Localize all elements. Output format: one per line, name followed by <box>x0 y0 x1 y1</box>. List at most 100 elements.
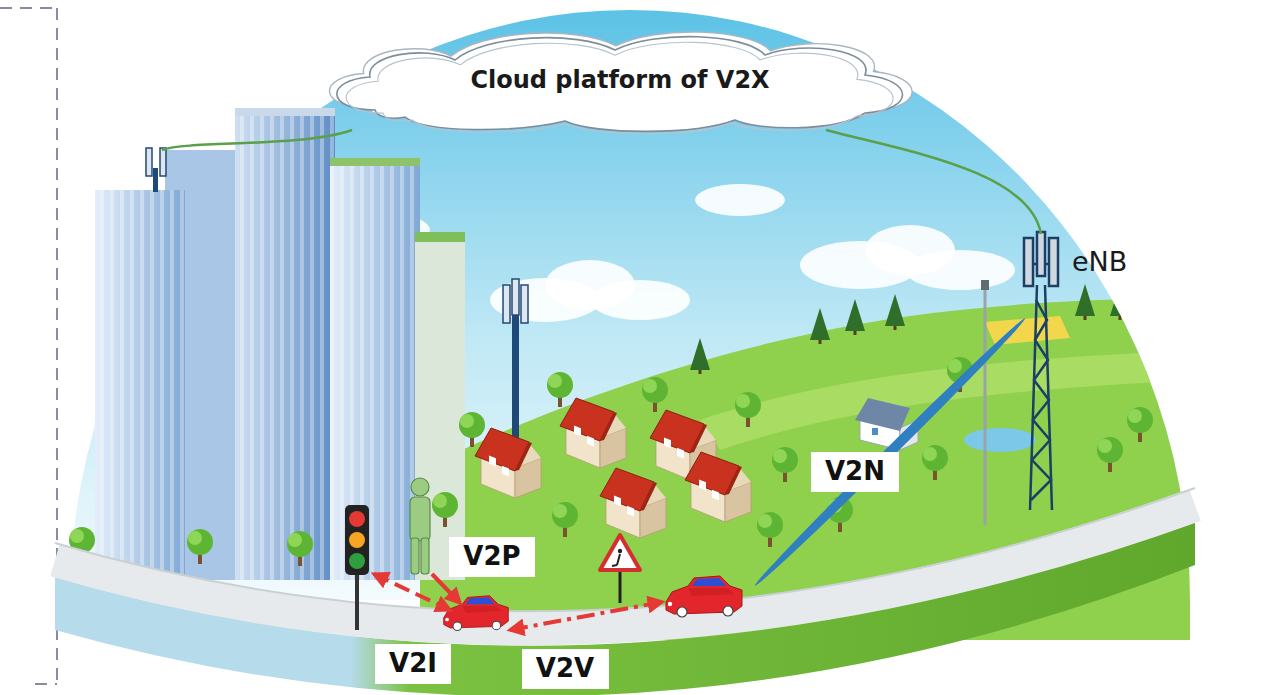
sky-clouds <box>905 250 1015 290</box>
houses <box>685 452 751 522</box>
backhaul-line <box>826 130 1041 234</box>
cloud-outline <box>346 42 893 134</box>
warning-sign <box>600 535 640 570</box>
v2x-arrows <box>432 574 460 603</box>
antenna-tower <box>153 168 158 192</box>
green-field <box>700 350 1200 450</box>
v2x-arrows <box>374 574 662 630</box>
antenna-tower <box>521 285 528 323</box>
houses <box>475 428 541 498</box>
houses <box>600 468 666 538</box>
green-field <box>885 294 905 330</box>
tower-label: eNB <box>1072 246 1127 277</box>
green-field <box>845 299 865 335</box>
v2n-beam <box>751 315 1028 589</box>
v2x-arrows <box>510 602 662 630</box>
enb-tower <box>1030 285 1037 510</box>
pedestrian <box>421 538 429 574</box>
trees <box>459 412 485 447</box>
trees <box>187 529 213 564</box>
trees <box>1127 407 1153 442</box>
traffic-light <box>349 532 365 548</box>
warning-sign <box>600 535 640 603</box>
antenna-tower <box>160 148 166 176</box>
right-house <box>872 428 878 435</box>
link-name: V2V <box>536 654 594 684</box>
trees <box>922 445 948 480</box>
buildings <box>95 108 465 580</box>
road <box>55 488 1195 611</box>
bracket-frame <box>0 8 57 684</box>
link-label: V2N <box>811 452 899 492</box>
link-name: V2N <box>825 457 885 487</box>
traffic-light <box>345 505 369 630</box>
traffic-light <box>349 553 365 569</box>
pedestrian <box>410 478 430 574</box>
pedestrian <box>411 538 419 574</box>
link-name: V2I <box>389 649 437 679</box>
street-pole <box>981 280 989 290</box>
warning-sign <box>617 554 620 565</box>
bracket-frame <box>35 683 57 685</box>
backhaul-line <box>162 130 352 150</box>
car <box>444 576 742 631</box>
green-field <box>1140 286 1160 322</box>
trees <box>552 502 578 537</box>
enb-tower <box>1024 232 1058 510</box>
car <box>444 596 509 631</box>
buildings <box>235 115 335 580</box>
buildings <box>235 108 335 116</box>
v2n-beam <box>751 315 1028 589</box>
cloud-platform: Cloud platform of V2X <box>315 25 925 135</box>
backhaul-line <box>162 130 1041 234</box>
link-label: V2I <box>375 644 451 684</box>
enb-tower <box>1049 238 1058 286</box>
trees <box>432 492 458 527</box>
houses <box>475 398 751 538</box>
street-pole <box>984 285 987 525</box>
traffic-light <box>355 570 359 630</box>
enb-tower <box>1037 232 1045 276</box>
green-field <box>964 428 1036 452</box>
road <box>55 488 1195 695</box>
pedestrian <box>411 478 429 496</box>
link-name: V2P <box>463 542 520 572</box>
trees <box>1097 437 1123 472</box>
traffic-light <box>349 511 365 527</box>
bracket-frame <box>0 7 57 9</box>
antenna-tower <box>503 285 510 323</box>
green-field <box>1075 284 1095 320</box>
warning-sign <box>619 570 622 603</box>
antenna-tower <box>512 300 519 440</box>
link-label: V2V <box>522 649 609 689</box>
buildings <box>95 190 185 580</box>
car <box>666 576 742 617</box>
warning-sign <box>612 565 617 566</box>
cloud-title: Cloud platform of V2X <box>470 66 769 95</box>
green-field <box>810 308 830 344</box>
houses <box>560 398 626 468</box>
trees <box>547 372 573 407</box>
green-field <box>985 316 1070 345</box>
traffic-light <box>345 505 369 575</box>
trees <box>287 531 313 566</box>
buildings <box>415 232 465 242</box>
trees <box>69 357 1153 566</box>
right-house <box>855 398 910 431</box>
link-label: V2P <box>449 537 535 577</box>
buildings <box>330 158 420 166</box>
pedestrian <box>410 497 430 541</box>
trees <box>757 512 783 547</box>
street-pole <box>981 280 989 525</box>
sky-clouds <box>590 280 690 320</box>
buildings <box>330 165 420 580</box>
buildings <box>95 190 185 580</box>
antenna-tower <box>146 148 152 176</box>
enb-tower <box>1024 238 1033 286</box>
trees <box>735 392 761 427</box>
green-field <box>1110 284 1130 320</box>
buildings <box>235 115 335 580</box>
right-house <box>855 398 918 450</box>
sky-clouds <box>695 184 785 216</box>
